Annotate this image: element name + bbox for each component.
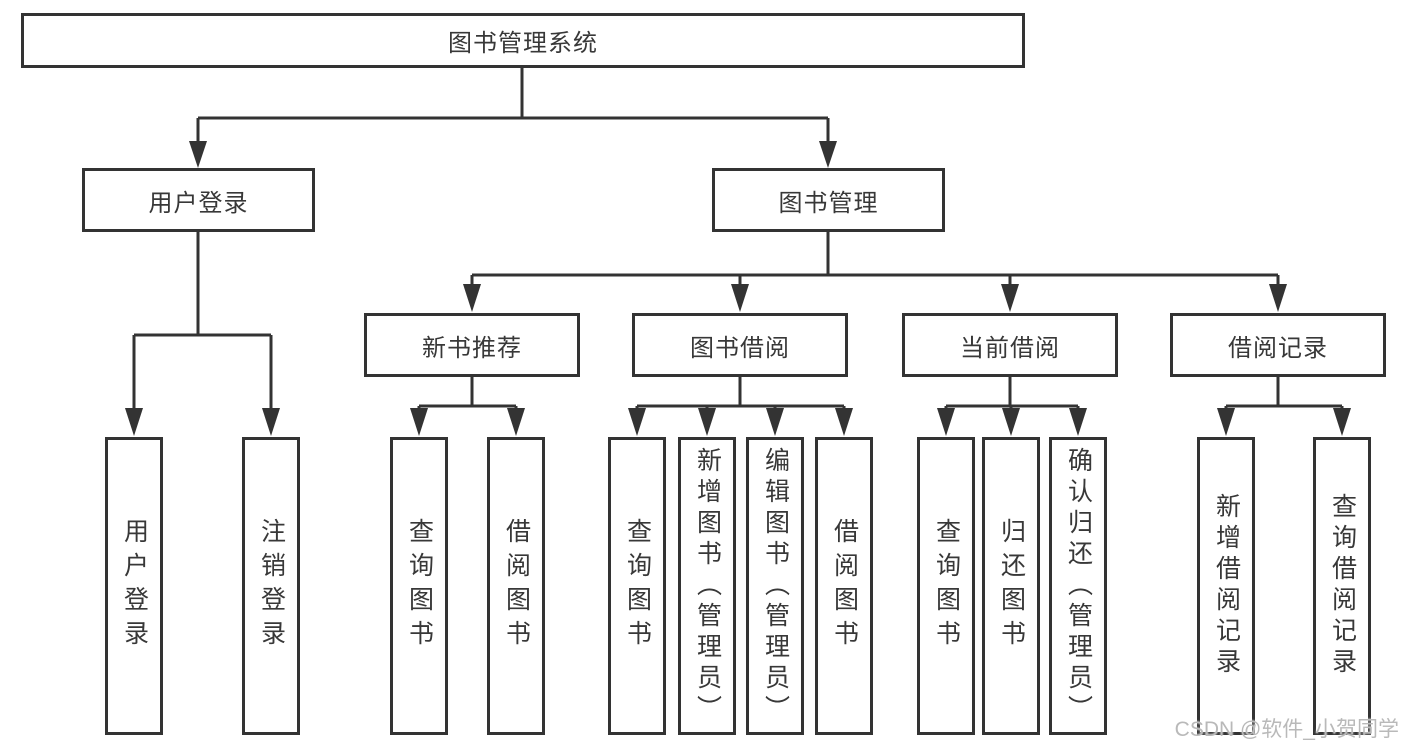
leaf-query-borrow-record: 查询借阅记录 bbox=[1313, 437, 1371, 735]
node-label: 新增借阅记录 bbox=[1212, 493, 1241, 679]
arrowhead bbox=[766, 408, 784, 436]
connector-root-to-level2 bbox=[196, 68, 830, 143]
arrowhead bbox=[1002, 408, 1020, 436]
node-label: 编辑图书（管理员） bbox=[761, 446, 790, 726]
arrowhead bbox=[1001, 284, 1019, 312]
arrowhead bbox=[262, 408, 280, 436]
arrowhead bbox=[698, 408, 716, 436]
node-borrow-records: 借阅记录 bbox=[1170, 313, 1386, 377]
node-label: 借阅图书 bbox=[830, 518, 859, 654]
node-label: 图书借阅 bbox=[690, 334, 790, 362]
node-label: 新增图书（管理员） bbox=[693, 446, 722, 726]
node-label: 用户登录 bbox=[148, 189, 249, 217]
node-user-login: 用户登录 bbox=[82, 168, 315, 232]
leaf-add-borrow-record: 新增借阅记录 bbox=[1197, 437, 1255, 735]
leaf-query-books: 查询图书 bbox=[917, 437, 975, 735]
arrowhead bbox=[1269, 284, 1287, 312]
leaf-return-books: 归还图书 bbox=[982, 437, 1040, 735]
connector-records-to-leaves bbox=[1224, 377, 1344, 410]
leaf-query-books: 查询图书 bbox=[608, 437, 666, 735]
node-label: 查询图书 bbox=[405, 518, 434, 654]
csdn-watermark: CSDN @软件_小贺同学 bbox=[1174, 718, 1399, 741]
arrowhead bbox=[628, 408, 646, 436]
leaf-borrow-books: 借阅图书 bbox=[815, 437, 873, 735]
node-label: 归还图书 bbox=[997, 518, 1026, 654]
arrowhead bbox=[463, 284, 481, 312]
arrowhead bbox=[731, 284, 749, 312]
arrowhead bbox=[835, 408, 853, 436]
leaf-edit-books-admin: 编辑图书（管理员） bbox=[746, 437, 804, 735]
leaf-borrow-books: 借阅图书 bbox=[487, 437, 545, 735]
node-library-system: 图书管理系统 bbox=[21, 13, 1025, 68]
connector-bookmgmt-to-level3 bbox=[470, 232, 1280, 286]
node-label: 查询借阅记录 bbox=[1328, 493, 1357, 679]
arrowhead bbox=[507, 408, 525, 436]
arrowhead bbox=[819, 141, 837, 168]
connector-curborrow-to-leaves bbox=[944, 377, 1080, 410]
arrowhead bbox=[1333, 408, 1351, 436]
connector-newbook-to-leaves bbox=[417, 377, 518, 410]
arrowhead bbox=[1069, 408, 1087, 436]
arrowhead bbox=[410, 408, 428, 436]
leaf-query-books: 查询图书 bbox=[390, 437, 448, 735]
arrowhead bbox=[189, 141, 207, 168]
node-label: 当前借阅 bbox=[960, 334, 1060, 362]
node-label: 借阅图书 bbox=[502, 518, 531, 654]
arrowhead bbox=[125, 408, 143, 436]
node-label: 确认归还（管理员） bbox=[1064, 446, 1093, 726]
node-label: 查询图书 bbox=[932, 518, 961, 654]
arrowhead bbox=[1217, 408, 1235, 436]
node-book-management: 图书管理 bbox=[712, 168, 945, 232]
leaf-logout: 注销登录 bbox=[242, 437, 300, 735]
connector-userlogin-to-leaves bbox=[132, 232, 273, 410]
node-label: 注销登录 bbox=[257, 518, 286, 654]
leaf-add-books-admin: 新增图书（管理员） bbox=[678, 437, 736, 735]
node-label: 查询图书 bbox=[623, 518, 652, 654]
node-label: 图书管理 bbox=[778, 189, 879, 217]
arrowheads bbox=[125, 141, 1351, 436]
node-label: 图书管理系统 bbox=[448, 30, 598, 57]
node-book-borrow: 图书借阅 bbox=[632, 313, 848, 377]
node-label: 用户登录 bbox=[120, 518, 149, 654]
connector-bookborrow-to-leaves bbox=[635, 377, 846, 410]
leaf-confirm-return-admin: 确认归还（管理员） bbox=[1049, 437, 1107, 735]
node-label: 新书推荐 bbox=[422, 334, 522, 362]
node-new-book-recommend: 新书推荐 bbox=[364, 313, 580, 377]
arrowhead bbox=[937, 408, 955, 436]
leaf-user-login: 用户登录 bbox=[105, 437, 163, 735]
node-label: 借阅记录 bbox=[1228, 334, 1328, 362]
node-current-borrow: 当前借阅 bbox=[902, 313, 1118, 377]
